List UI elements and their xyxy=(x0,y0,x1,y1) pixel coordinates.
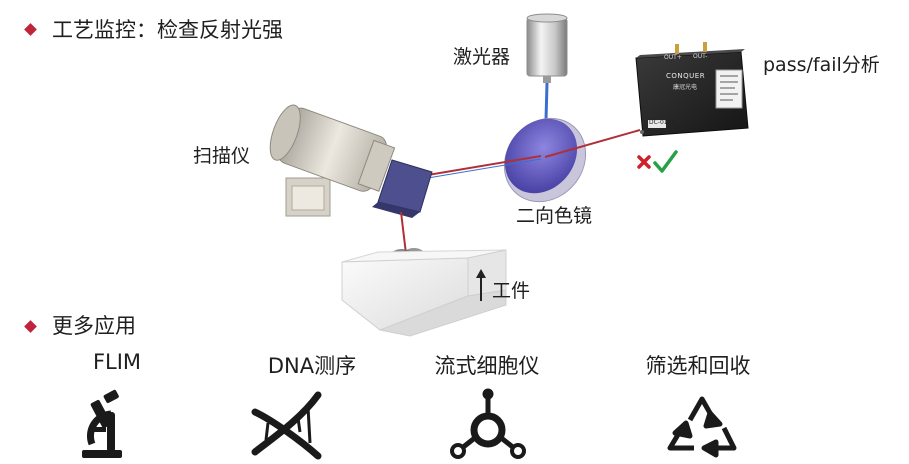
workpiece-label: 工件 xyxy=(492,280,531,302)
recycle-icon xyxy=(667,396,737,458)
device-brand-cn: 康冠光电 xyxy=(673,84,698,91)
signal-beam xyxy=(544,129,641,158)
app-label-recycle: 筛选和回收 xyxy=(645,354,751,378)
fail-mark-icon xyxy=(637,155,651,169)
scanner xyxy=(269,104,433,218)
app-label-dna: DNA测序 xyxy=(267,354,357,378)
device-brand: CONQUER xyxy=(666,72,706,80)
app-label-flim: FLIM xyxy=(92,350,142,374)
device-port-right: OUT- xyxy=(693,53,708,60)
analysis-device xyxy=(635,42,749,137)
workpiece-block xyxy=(341,249,507,337)
flow-cytometer-icon xyxy=(450,388,526,459)
up-arrow-icon xyxy=(476,269,486,301)
app-label-flow: 流式细胞仪 xyxy=(434,354,540,378)
scanner-label: 扫描仪 xyxy=(193,145,251,167)
laser-label: 激光器 xyxy=(453,46,511,68)
mirror-label: 二向色镜 xyxy=(516,205,593,227)
section2-title: 更多应用 xyxy=(52,314,136,338)
device-label: pass/fail分析 xyxy=(763,54,880,76)
device-port-left: OUT+ xyxy=(664,54,682,61)
device-tag: DC-0123 xyxy=(649,119,676,126)
microscope-icon xyxy=(82,389,122,458)
section1-title: 工艺监控：检查反射光强 xyxy=(52,18,283,42)
laser-emitter xyxy=(526,13,568,83)
pass-mark-icon xyxy=(653,150,678,173)
dna-icon xyxy=(251,391,322,460)
